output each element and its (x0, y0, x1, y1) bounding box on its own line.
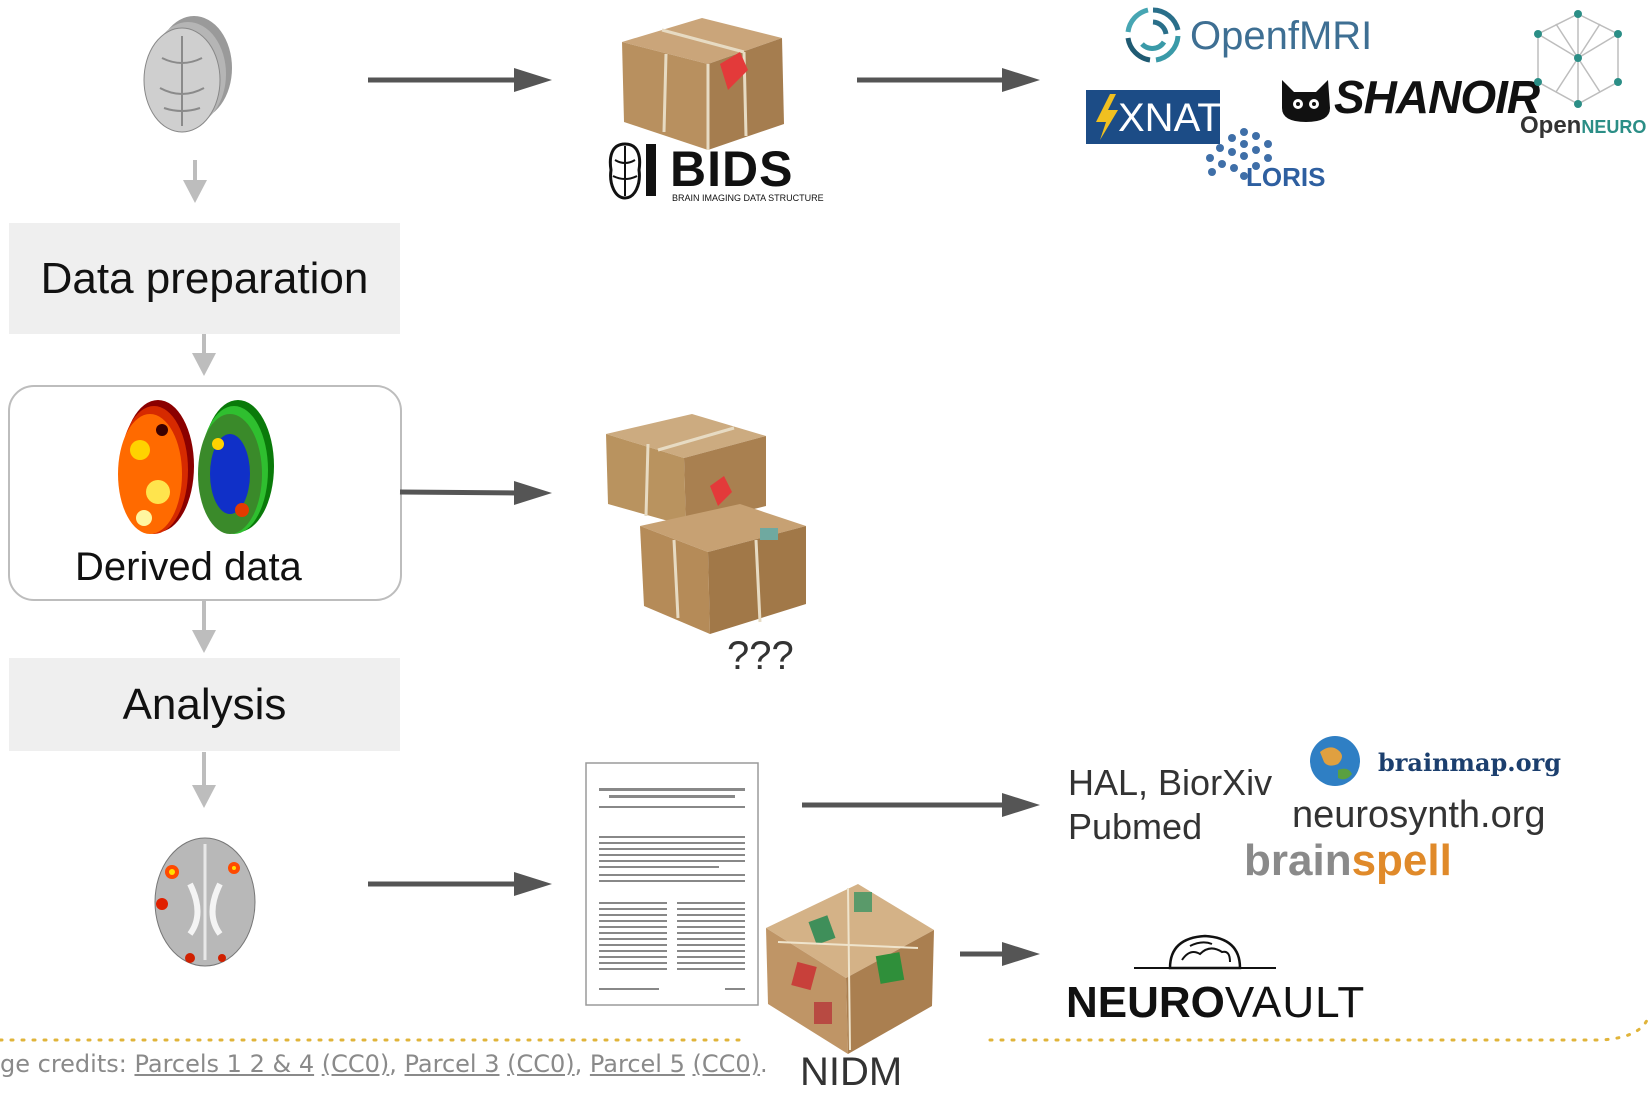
brainspell-logo-part1: brain (1244, 836, 1352, 885)
bids-package-image (622, 18, 784, 150)
derived-brain-maps-image (118, 400, 274, 534)
stat-brain-map-image (154, 837, 256, 967)
credits-license-link-2[interactable]: (CC0) (507, 1050, 575, 1078)
credits-license-link-1[interactable]: (CC0) (321, 1050, 390, 1078)
neurovault-brain-icon (1134, 934, 1276, 970)
credits-link-parcels-1-2-4[interactable]: Parcels 1 2 & 4 (134, 1050, 315, 1078)
credits-link-parcel-3[interactable]: Parcel 3 (404, 1050, 500, 1078)
data-preparation-label: Data preparation (40, 253, 369, 303)
analysis-box: Analysis (9, 658, 400, 751)
xnat-logo: XNAT (1086, 90, 1222, 144)
neurosynth-label: neurosynth.org (1292, 794, 1546, 836)
bids-bars-icon (646, 144, 656, 196)
credits-link-parcel-5[interactable]: Parcel 5 (589, 1050, 685, 1078)
raw-brain-stack-image (143, 16, 232, 133)
loris-network-icon (1206, 128, 1272, 180)
credits-end: . (760, 1050, 768, 1078)
credits-separator-1: , (389, 1050, 405, 1078)
flow-arrows (183, 160, 216, 808)
openneuro-cube-icon (1534, 10, 1622, 108)
brainmap-globe-icon (1310, 736, 1360, 786)
openneuro-logo-part2: NEURO (1581, 117, 1647, 137)
neurovault-logo-part2: VAULT (1224, 978, 1366, 1027)
derived-data-label: Derived data (75, 545, 302, 589)
dotted-divider (0, 1016, 1650, 1042)
derived-package-image (606, 414, 806, 634)
nidm-package-image (766, 884, 934, 1054)
neurovault-logo-part1: NEURO (1066, 978, 1225, 1027)
openneuro-logo-part1: Open (1520, 112, 1582, 139)
bids-subtitle: BRAIN IMAGING DATA STRUCTURE (672, 193, 824, 203)
credits-prefix: ge credits: (0, 1050, 135, 1078)
hal-biorxiv-label: HAL, BiorXiv (1068, 762, 1273, 803)
bids-logo-text: BIDS (670, 141, 794, 197)
unknown-package-label: ??? (727, 634, 794, 678)
brainspell-logo-part2: spell (1351, 836, 1452, 885)
data-preparation-box: Data preparation (9, 223, 400, 334)
credits-license-link-3[interactable]: (CC0) (692, 1050, 761, 1078)
xnat-bolt-icon (1096, 94, 1118, 140)
shanoir-cat-icon (1282, 80, 1330, 122)
openneuro-logo-text: OpenNEURO (1520, 112, 1646, 140)
shanoir-logo-text: SHANOIR (1334, 71, 1540, 123)
openfmri-logo-text: OpenfMRI (1190, 14, 1373, 58)
paper-thumbnail-image (585, 762, 759, 1006)
neurovault-logo-text: NEUROVAULT (1066, 978, 1365, 1028)
bids-brain-icon (608, 142, 642, 200)
brainmap-logo-text: brainmap.org (1378, 748, 1562, 777)
pubmed-label: Pubmed (1068, 806, 1203, 847)
openfmri-logo-icon (1125, 7, 1181, 63)
loris-logo-text: LORIS (1246, 162, 1326, 192)
credits-separator-2: , (574, 1050, 590, 1078)
brainspell-logo-text: brainspell (1244, 836, 1452, 886)
nidm-label: NIDM (800, 1050, 903, 1094)
image-credits: ge credits: Parcels 1 2 & 4 (CC0), Parce… (0, 1050, 768, 1078)
xnat-logo-text: XNAT (1118, 96, 1222, 140)
analysis-label: Analysis (122, 679, 287, 729)
